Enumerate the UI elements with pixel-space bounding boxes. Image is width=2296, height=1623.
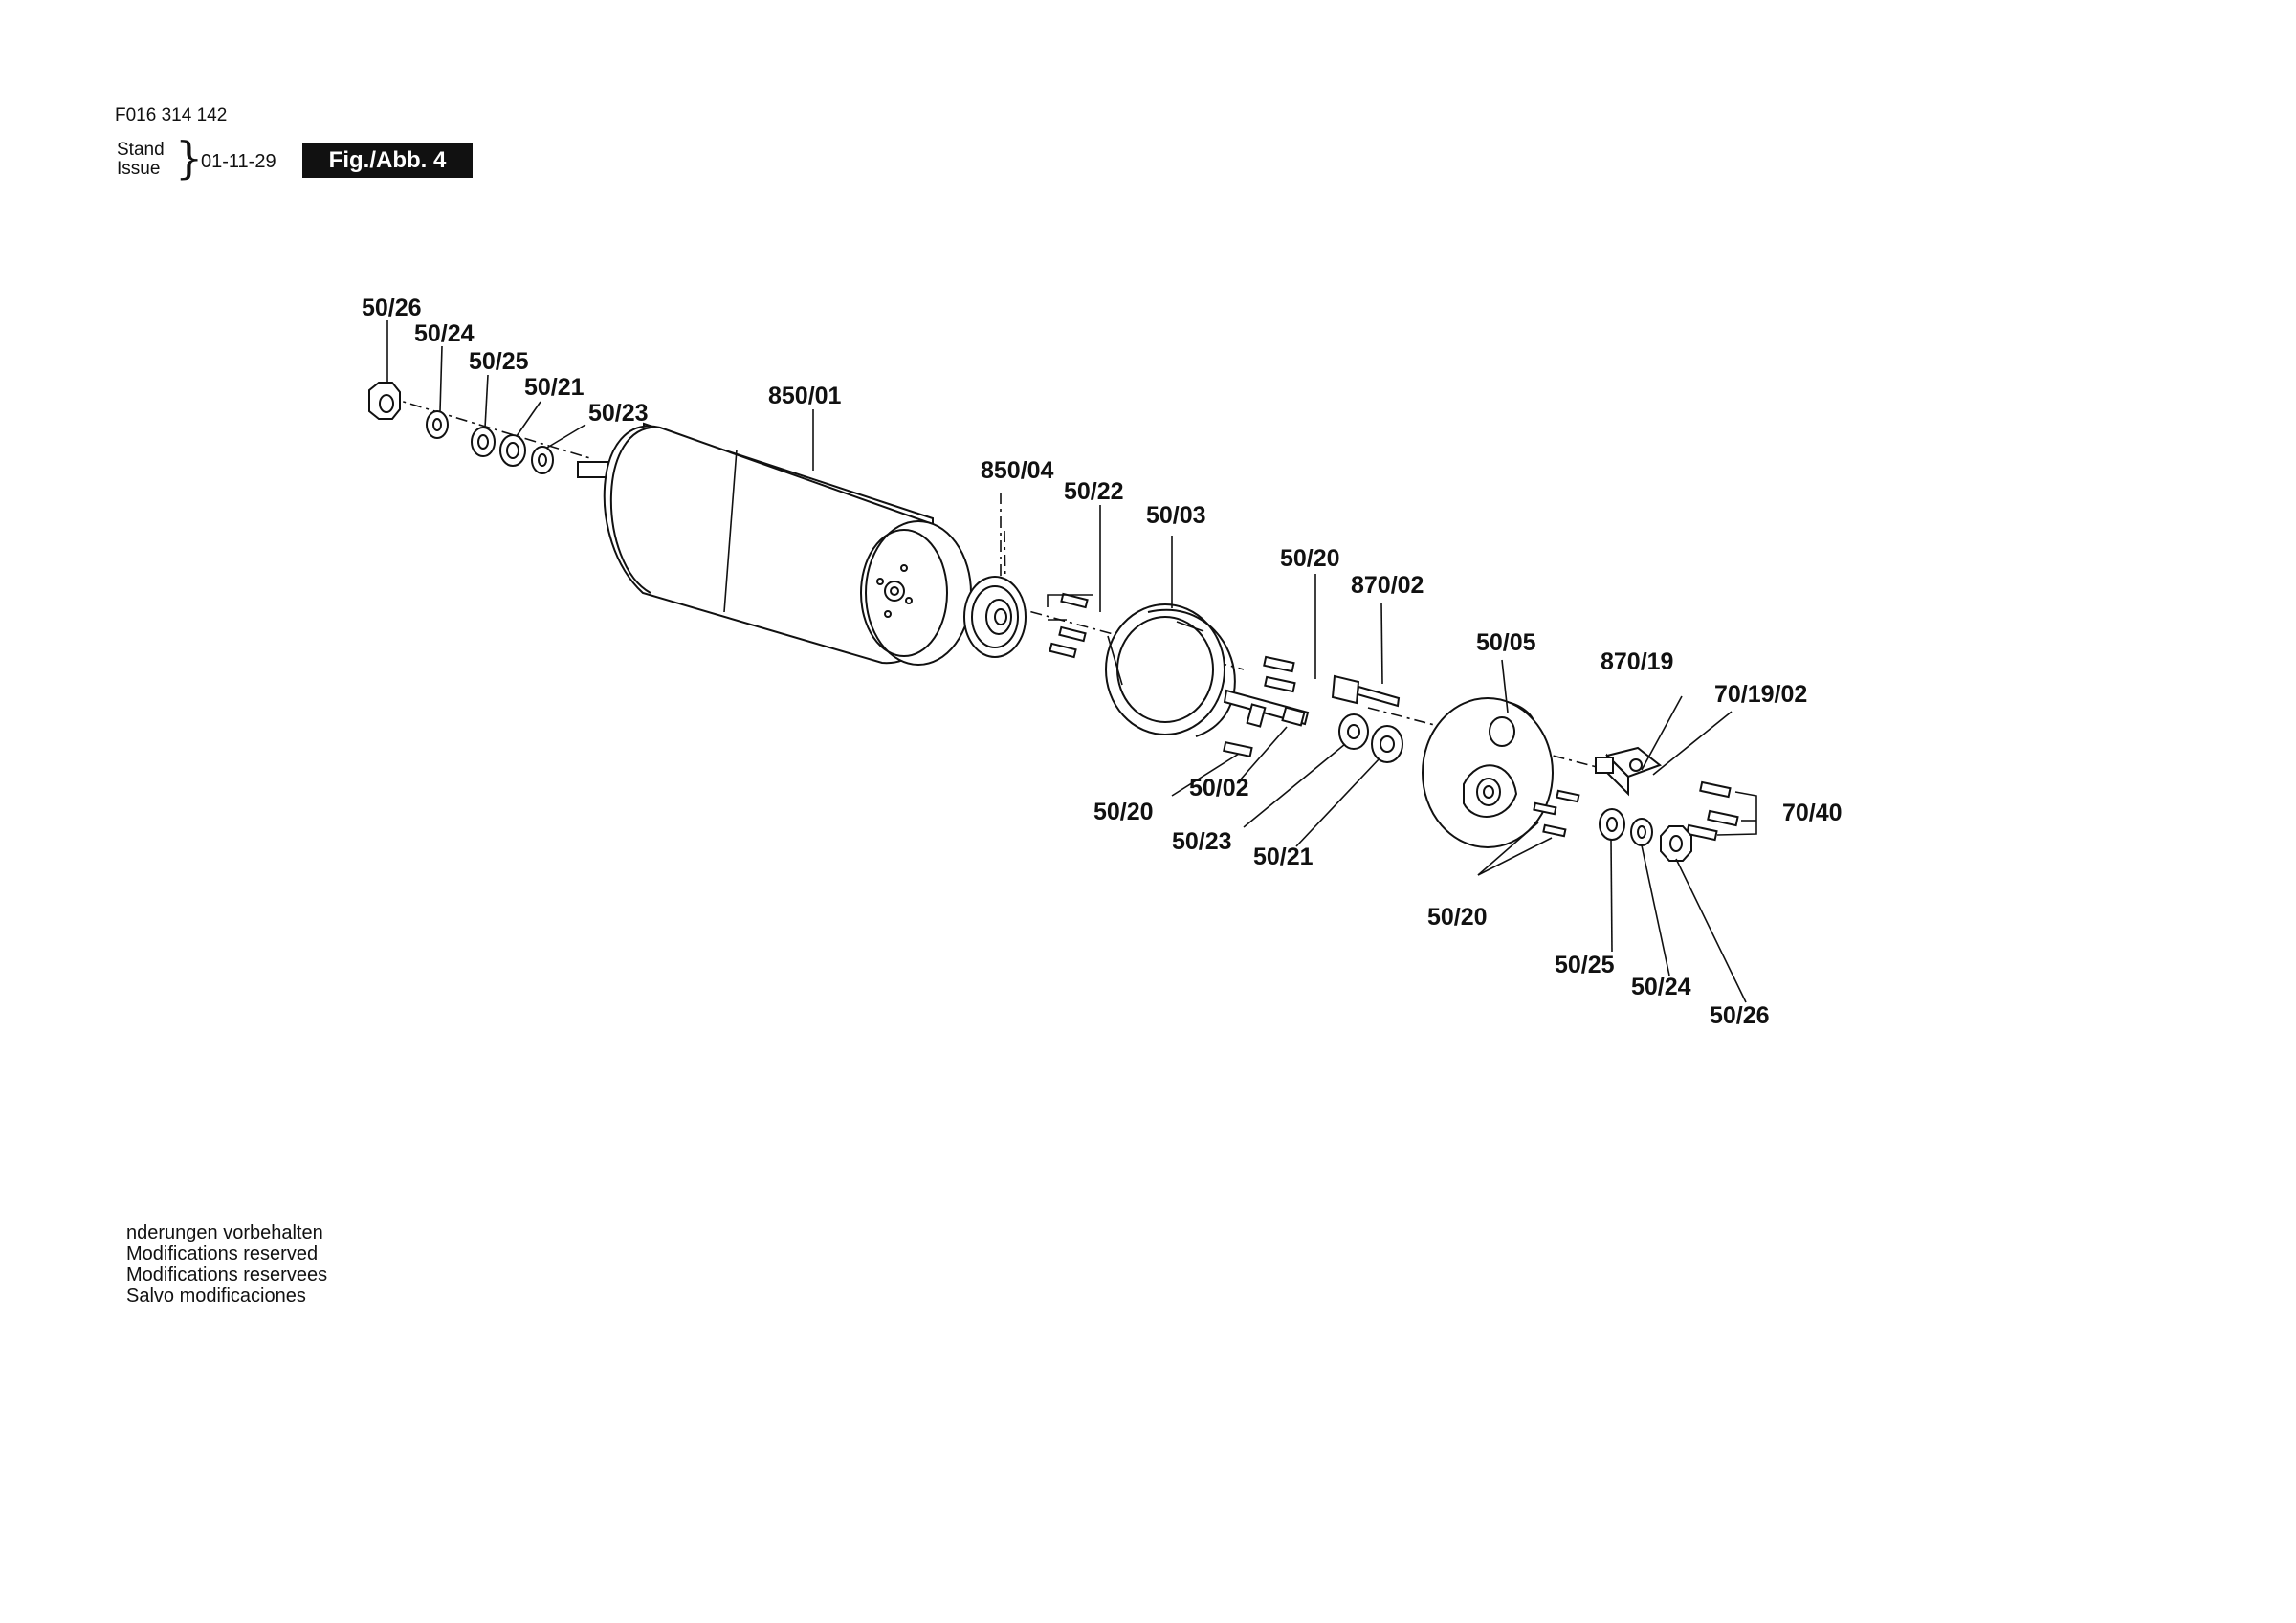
bearing-850-04 [963, 576, 1027, 658]
callout-50-24-bottom: 50/24 [1631, 974, 1691, 1000]
note-es: Salvo modificaciones [126, 1285, 306, 1306]
callout-50-23-mid: 50/23 [1172, 828, 1232, 855]
callout-50-03: 50/03 [1146, 502, 1206, 529]
issue-date: 01-11-29 [201, 151, 276, 172]
modification-notes: nderungen vorbehalten Modifications rese… [126, 1222, 327, 1306]
stand-label: Stand [117, 140, 165, 160]
callout-70-40: 70/40 [1782, 800, 1843, 826]
brace-glyph: } [175, 132, 204, 184]
callout-50-26-top: 50/26 [362, 295, 422, 321]
stand-issue-label: Stand Issue [117, 141, 165, 179]
figure-badge: Fig./Abb. 4 [302, 143, 473, 178]
callout-50-20-lower: 50/20 [1093, 799, 1154, 825]
callout-50-20-right: 50/20 [1427, 904, 1488, 931]
callout-50-05: 50/05 [1476, 629, 1536, 656]
shaft-50-02 [1223, 689, 1310, 728]
washer-50-21-mid [1371, 725, 1403, 763]
callout-50-21-top: 50/21 [524, 374, 585, 401]
callout-850-01: 850/01 [768, 383, 842, 409]
callout-50-25-bottom: 50/25 [1555, 952, 1615, 978]
spring-washer-50-24-top [426, 410, 449, 439]
callout-70-19-02: 70/19/02 [1714, 681, 1807, 708]
washer-50-25-bottom [1599, 808, 1625, 841]
washer-50-21-top [499, 434, 526, 467]
callout-870-19: 870/19 [1601, 648, 1673, 675]
callout-870-02: 870/02 [1351, 572, 1424, 599]
callout-50-02: 50/02 [1189, 775, 1249, 801]
shaft-870-02 [1331, 674, 1401, 708]
callout-850-04: 850/04 [981, 457, 1054, 484]
spring-washer-50-24-bottom [1630, 818, 1653, 846]
washer-50-23-top [531, 446, 554, 474]
note-de: nderungen vorbehalten [126, 1222, 323, 1243]
callout-50-22: 50/22 [1064, 478, 1124, 505]
issue-label: Issue [117, 159, 161, 179]
callout-50-23-top: 50/23 [588, 400, 649, 427]
note-en: Modifications reserved [126, 1243, 319, 1264]
screws-70-40 [1686, 780, 1757, 842]
screw-50-20-lower [1223, 740, 1253, 757]
nut-50-26-bottom [1660, 825, 1692, 862]
callout-50-24-top: 50/24 [414, 320, 475, 347]
callout-50-25-top: 50/25 [469, 348, 529, 375]
bracket-870-19 [1595, 746, 1663, 797]
callout-50-26-bottom: 50/26 [1710, 1002, 1770, 1029]
note-fr: Modifications reservees [126, 1264, 328, 1285]
nut-50-26-top [368, 382, 401, 420]
washer-50-23-mid [1338, 713, 1369, 750]
screws-50-20-right [1533, 789, 1580, 838]
motor-cylinder-850-01 [577, 422, 972, 666]
callout-50-21-mid: 50/21 [1253, 844, 1314, 870]
ring-housing-50-03 [1105, 603, 1236, 737]
leader-lines [386, 320, 1747, 1003]
document-part-number: F016 314 142 [115, 105, 228, 125]
washer-50-25-top [471, 427, 496, 457]
callout-50-20-upper: 50/20 [1280, 545, 1340, 572]
screws-50-20-upper [1263, 655, 1296, 693]
end-cover-50-05 [1422, 697, 1554, 848]
screws-50-22 [1047, 592, 1093, 659]
